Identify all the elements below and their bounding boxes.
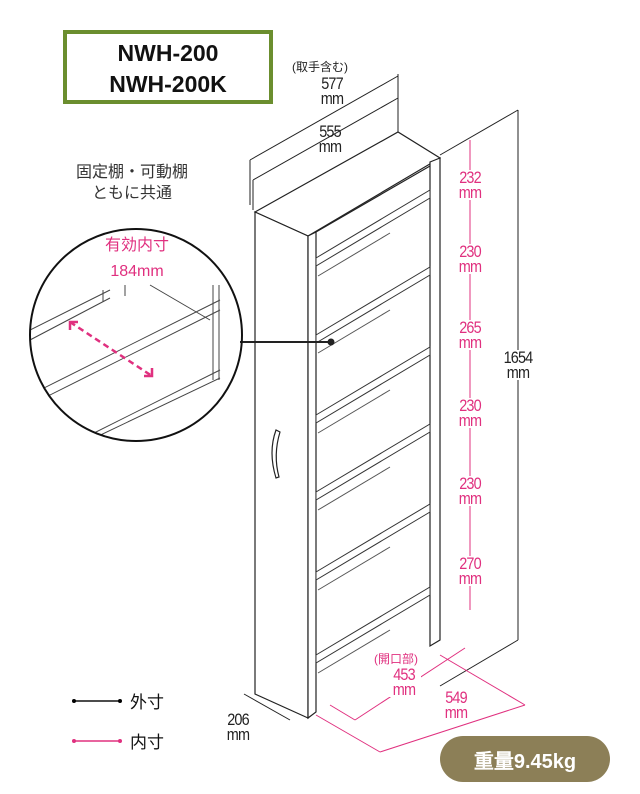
inner-dims (315, 140, 526, 753)
legend-inner: 内寸 (72, 728, 164, 753)
shelf (315, 189, 431, 267)
shelf-rail (317, 546, 391, 591)
note-line: 固定棚・可動棚 (75, 164, 188, 181)
cabinet-door (254, 211, 309, 719)
model-name: NWH-200K (109, 71, 227, 97)
opening-note: (開口部) (374, 650, 418, 667)
dim-line-549-end (439, 654, 526, 706)
note-line: ともに共通 (91, 185, 172, 202)
detail-circle (29, 228, 243, 442)
handle-note: (取手含む) (292, 60, 348, 74)
shelf-rail (317, 466, 391, 511)
cabinet-top (253, 131, 442, 237)
legend-label: 外寸 (130, 693, 164, 712)
legend-label: 内寸 (130, 733, 164, 752)
detail-label: 有効内寸 184mm (82, 233, 192, 285)
shelf-rail (317, 232, 391, 277)
dim-line-206 (243, 693, 291, 721)
model-name-box: NWH-200 NWH-200K (63, 30, 273, 104)
detail-value: 184mm (110, 263, 164, 280)
door-handle-icon (271, 429, 281, 479)
weight-badge: 重量9.45kg (440, 736, 610, 782)
legend-outer: 外寸 (72, 688, 164, 713)
shelf-rail (317, 629, 391, 674)
cabinet-back-post (429, 157, 441, 648)
shelf-rail (317, 389, 391, 434)
shelf (315, 586, 431, 664)
cabinet-side-edge (307, 231, 317, 720)
shelf-note: 固定棚・可動棚 ともに共通 (62, 162, 202, 204)
detail-title: 有効内寸 (104, 237, 169, 254)
shelf (315, 503, 431, 581)
shelf (315, 346, 431, 424)
model-name: NWH-200 (117, 40, 219, 66)
shelf (315, 266, 431, 344)
dim-line-1654 (439, 109, 519, 156)
dim-line-577 (252, 97, 399, 181)
shelf (315, 423, 431, 501)
shelf-rail (317, 309, 391, 354)
